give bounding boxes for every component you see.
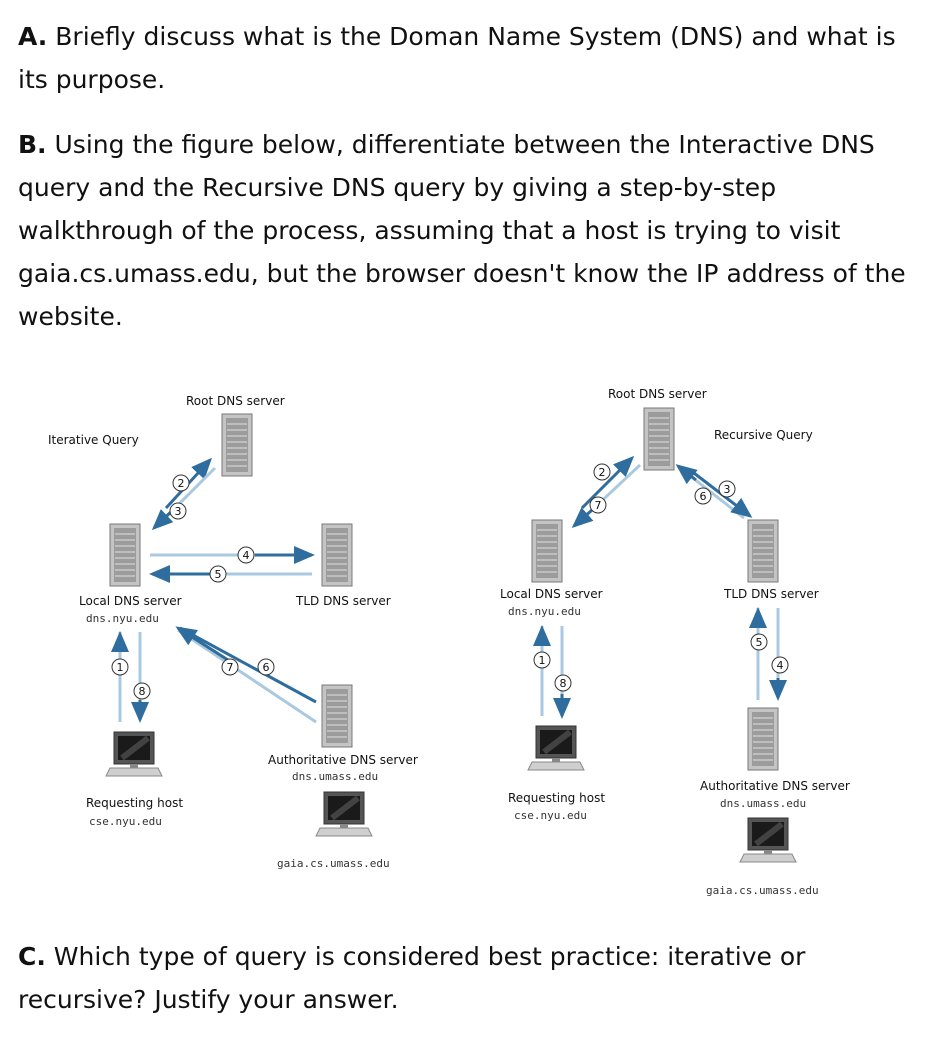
rec-arrow-7 [571,507,594,528]
iter-requesting-host: cse.nyu.edu [89,815,162,828]
svg-text:8: 8 [560,677,567,690]
svg-text:2: 2 [178,477,185,490]
rec-tld-server-icon [747,519,779,583]
rec-requesting-label: Requesting host [508,791,605,805]
iter-tld-server-icon [321,523,353,587]
iter-step-5: 5 [209,565,227,583]
rec-step-2: 2 [593,463,611,481]
iter-root-label: Root DNS server [186,394,285,408]
recursive-title: Recursive Query [714,428,813,442]
iter-local-label: Local DNS server [79,594,182,608]
rec-auth-server-icon [747,707,779,771]
dns-query-figure: Iterative Query Root DNS server Local DN… [48,387,850,897]
svg-text:7: 7 [227,661,234,674]
iter-auth-label: Authoritative DNS server [268,753,418,767]
rec-step-6: 6 [694,487,712,505]
rec-requesting-computer-icon [528,726,584,770]
question-c: C. Which type of query is considered bes… [18,935,918,1021]
rec-step-3: 3 [718,480,736,498]
svg-text:2: 2 [599,466,606,479]
svg-text:7: 7 [595,499,602,512]
iter-step-4: 4 [237,546,255,564]
rec-arrow-2 [580,455,635,510]
rec-local-server-icon [531,519,563,583]
rec-step-1: 1 [533,651,551,669]
iter-auth-server-icon [321,684,353,748]
rec-step-5: 5 [750,633,768,651]
rec-target-computer-icon [740,818,796,862]
svg-text:4: 4 [243,549,250,562]
svg-text:5: 5 [215,568,222,581]
iter-target-host: gaia.cs.umass.edu [277,857,390,870]
rec-requesting-host: cse.nyu.edu [514,809,587,822]
iter-arrow-6 [179,626,317,704]
svg-text:5: 5 [756,636,763,649]
iter-step-8: 8 [133,682,151,700]
svg-text:3: 3 [724,483,731,496]
svg-text:1: 1 [117,661,124,674]
iter-step-1: 1 [111,658,129,676]
question-b-text: Using the figure below, differentiate be… [18,130,906,331]
iter-requesting-label: Requesting host [86,796,183,810]
svg-text:6: 6 [700,490,707,503]
rec-arrow-6 [675,464,698,485]
iter-step-2: 2 [172,474,190,492]
iter-root-server-icon [221,413,253,477]
question-a-letter: A. [18,22,48,51]
svg-text:8: 8 [139,685,146,698]
question-b: B. Using the figure below, differentiate… [18,123,918,338]
iter-local-host: dns.nyu.edu [86,612,159,625]
svg-text:4: 4 [777,659,784,672]
rec-auth-label: Authoritative DNS server [700,779,850,793]
rec-root-server-icon [643,407,675,471]
rec-tld-label: TLD DNS server [723,587,819,601]
iter-auth-host: dns.umass.edu [292,770,378,783]
svg-text:1: 1 [539,654,546,667]
iter-arrow-7 [175,626,229,662]
rec-local-host: dns.nyu.edu [508,605,581,618]
iter-step-7: 7 [221,658,239,676]
rec-local-label: Local DNS server [500,587,603,601]
svg-text:3: 3 [175,505,182,518]
iter-requesting-computer-icon [106,732,162,776]
iter-step-3: 3 [169,502,187,520]
rec-root-label: Root DNS server [608,387,707,401]
rec-step-7: 7 [589,496,607,514]
iter-target-computer-icon [316,792,372,836]
question-a-text: Briefly discuss what is the Doman Name S… [18,22,896,94]
iter-arrow-7-light [177,628,317,724]
rec-step-4: 4 [771,656,789,674]
svg-text:6: 6 [263,661,270,674]
question-c-letter: C. [18,942,46,971]
rec-target-host: gaia.cs.umass.edu [706,884,819,897]
iterative-title: Iterative Query [48,433,139,447]
iter-local-server-icon [109,523,141,587]
rec-auth-host: dns.umass.edu [720,797,806,810]
question-c-text: Which type of query is considered best p… [18,942,806,1014]
question-b-letter: B. [18,130,47,159]
question-a: A. Briefly discuss what is the Doman Nam… [18,15,918,101]
iter-step-6: 6 [257,658,275,676]
rec-step-8: 8 [554,674,572,692]
iter-tld-label: TLD DNS server [295,594,391,608]
